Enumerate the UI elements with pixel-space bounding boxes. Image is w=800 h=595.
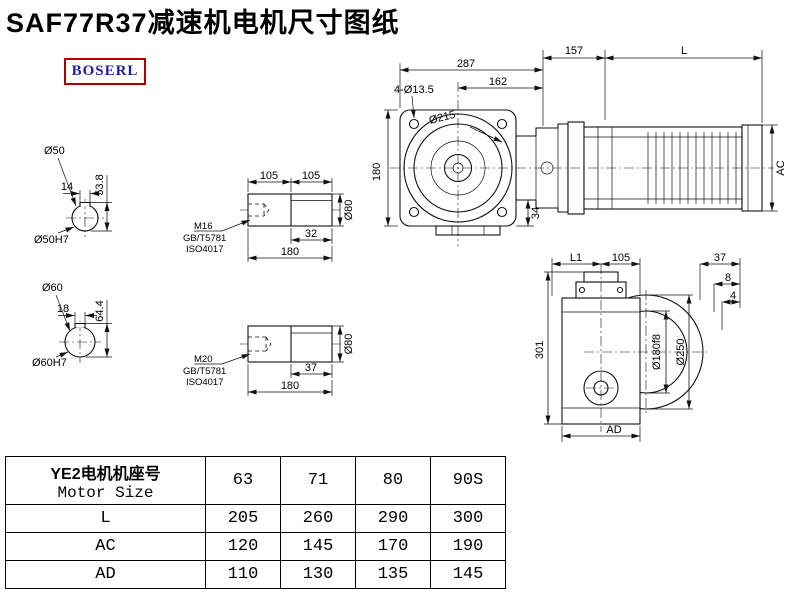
cell-L-90S: 300 [430,504,506,533]
dim-37-side: 37 [714,252,726,264]
std-iso-bottom: ISO4017 [186,377,224,388]
cell-AD-71: 130 [280,560,356,589]
cell-AD-90S: 145 [430,560,506,589]
dim-keyway-height-bottom: 64.4 [94,300,106,321]
bolt-hole [408,206,420,218]
dim-105-b: 105 [302,170,320,182]
dim-157: 157 [565,45,583,57]
cell-L-80: 290 [355,504,431,533]
col-header-90S: 90S [430,456,506,505]
dim-162: 162 [489,76,507,88]
row-label-L: L [5,504,206,533]
dim-bore-fit-top: Ø50H7 [34,234,69,246]
thread-callout-bottom: M20 [194,354,212,365]
shaft-end-view-top: 14 53.8 Ø50 Ø50H7 [34,145,112,246]
dim-105-side: 105 [612,252,630,264]
dim-L: L [681,45,687,57]
header-en: Motor Size [57,483,154,502]
dim-AD: AD [606,424,621,436]
table-row-AC: AC 120 145 170 190 [5,532,506,561]
cell-AC-63: 120 [205,532,281,561]
dim-4: 4 [730,290,736,302]
dim-34: 34 [530,207,542,219]
shaft-end-view-bottom: 18 64.4 Ø60 Ø60H7 [32,282,112,369]
dim-37: 37 [305,362,317,374]
header-cn: YE2电机机座号 [50,465,161,483]
dim-bore-fit-bottom: Ø60H7 [32,357,67,369]
bolt-hole [408,118,420,130]
col-header-71: 71 [280,456,356,505]
motor-size-header-cell: YE2电机机座号 Motor Size [5,456,206,505]
std-gb-top: GB/T5781 [183,233,226,244]
row-label-AC: AC [5,532,206,561]
shaft-side-view-top: 105 105 32 180 Ø80 M16 GB/T5781 ISO4017 [183,170,355,262]
bolt-hole [496,118,508,130]
cell-L-71: 260 [280,504,356,533]
table-row-L: L 205 260 290 300 [5,504,506,533]
dim-d80-bottom: Ø80 [343,334,355,355]
dim-287: 287 [457,58,475,70]
cell-AC-71: 145 [280,532,356,561]
dim-301: 301 [534,341,546,359]
col-header-63: 63 [205,456,281,505]
shaft-body [247,325,333,363]
thread-callout-top: M16 [194,221,212,232]
cell-L-63: 205 [205,504,281,533]
dim-spigot-dia: Ø180f8 [651,334,663,370]
shaft-side-view-bottom: 37 180 Ø80 M20 GB/T5781 ISO4017 [183,325,355,396]
col-header-80: 80 [355,456,431,505]
bolt-hole [496,206,508,218]
dim-L1: L1 [570,252,582,264]
dim-bolt-holes: 4-Ø13.5 [394,84,434,96]
row-label-AD: AD [5,560,206,589]
shaft-body [247,193,333,227]
dim-180-top: 180 [281,246,299,258]
gearbox-side-view: L1 105 37 8 4 Ø180f8 Ø250 [534,252,741,442]
cell-AC-90S: 190 [430,532,506,561]
dim-180-front: 180 [371,163,383,181]
brand-logo: BOSERL [64,58,146,85]
dim-105-a: 105 [260,170,278,182]
dim-AC: AC [775,160,787,175]
std-gb-bottom: GB/T5781 [183,366,226,377]
dimension-table: YE2电机机座号 Motor Size 63 71 80 90S L 205 2… [5,456,506,589]
page-title: SAF77R37减速机电机尺寸图纸 [6,8,400,38]
dim-32: 32 [305,228,317,240]
dim-180-bottom: 180 [281,380,299,392]
table-row-AD: AD 110 130 135 145 [5,560,506,589]
cell-AD-63: 110 [205,560,281,589]
dim-keyway-height-top: 53.8 [94,174,106,195]
table-header-row: YE2电机机座号 Motor Size 63 71 80 90S [5,456,506,505]
technical-drawing: 14 53.8 Ø50 Ø50H7 18 [32,45,787,442]
dim-flange-dia-side: Ø250 [675,339,687,366]
gearmotor-front-view: 287 162 4-Ø13.5 Ø215 180 34 157 [371,45,787,246]
dim-d80-top: Ø80 [343,200,355,221]
std-iso-top: ISO4017 [186,244,224,255]
cell-AD-80: 135 [355,560,431,589]
dim-shaft-dia-bottom: Ø60 [42,282,63,294]
dim-8: 8 [725,272,731,284]
cell-AC-80: 170 [355,532,431,561]
dim-shaft-dia-top: Ø50 [44,145,65,157]
